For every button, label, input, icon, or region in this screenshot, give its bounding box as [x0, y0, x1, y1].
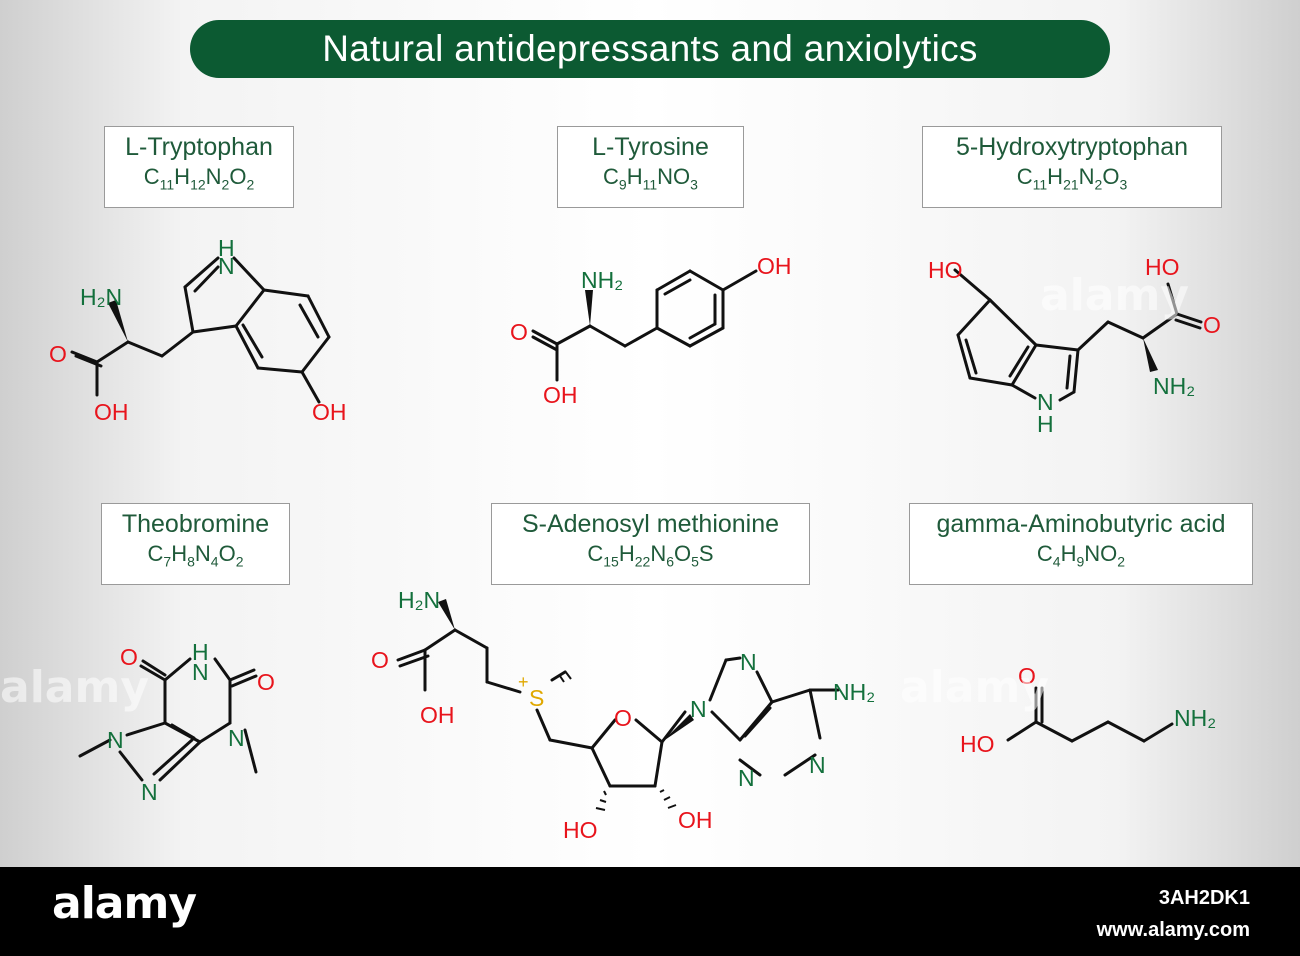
atom-label: HO — [928, 257, 963, 283]
theobromine-structure — [78, 657, 258, 782]
gaba-structure — [1006, 686, 1174, 743]
atom-label: HO — [563, 817, 598, 843]
atom-label: NH₂ — [1174, 705, 1216, 731]
atom-label: H — [218, 235, 235, 261]
atom-label: H₂N — [80, 284, 122, 310]
wedge-bond — [662, 714, 694, 742]
atom-label: H₂N — [398, 587, 440, 613]
same-structure — [396, 628, 840, 788]
compound-name: L-Tyrosine — [592, 133, 709, 161]
atom-label: NH₂ — [581, 267, 623, 293]
site-url: www.alamy.com — [1096, 919, 1250, 941]
atom-label: N — [1037, 389, 1054, 415]
atom-label: O — [120, 644, 138, 670]
atom-label: + — [518, 672, 529, 692]
watermark: alamy — [1040, 270, 1189, 321]
atom-label: OH — [757, 253, 792, 279]
atom-label: N — [218, 253, 235, 279]
atom-label: N — [740, 649, 757, 675]
watermark: alamy — [900, 662, 1049, 713]
tyrosine-structure — [531, 269, 758, 382]
atom-label: OH — [312, 399, 347, 425]
atom-label: NH₂ — [1153, 373, 1195, 399]
atom-label: OH — [420, 702, 455, 728]
label-box-5htp: 5-Hydroxytryptophan C11H21N2O3 — [922, 126, 1222, 208]
image-code: 3AH2DK1 — [1158, 887, 1250, 909]
page-title: Natural antidepressants and anxiolytics — [322, 28, 978, 69]
label-box-same: S-Adenosyl methionine C15H22N6O5S — [491, 503, 810, 585]
atom-label: N — [690, 696, 707, 722]
atom-label: N — [141, 779, 158, 805]
wedge-bond — [438, 599, 455, 630]
compound-formula: C9H11NO3 — [603, 164, 698, 193]
atom-label: N — [738, 765, 755, 791]
hash-bond — [559, 670, 677, 811]
title-banner: Natural antidepressants and anxiolytics — [190, 20, 1110, 78]
atom-label: O — [257, 669, 275, 695]
label-box-gaba: gamma-Aminobutyric acid C4H9NO2 — [909, 503, 1253, 585]
compound-name: S-Adenosyl methionine — [521, 510, 780, 538]
compound-name: L-Tryptophan — [125, 133, 273, 161]
atom-label: O — [614, 705, 632, 731]
atom-label: N — [192, 659, 209, 685]
atom-label: N — [809, 752, 826, 778]
wedge-bond — [108, 300, 128, 342]
wedge-bond — [1143, 338, 1158, 372]
atom-label: OH — [94, 399, 129, 425]
atom-label: N — [107, 727, 124, 753]
compound-name: 5-Hydroxytryptophan — [955, 133, 1189, 161]
atom-label: S — [529, 685, 544, 711]
compound-formula: C11H21N2O3 — [1016, 164, 1128, 193]
atom-label: HO — [960, 731, 995, 757]
compound-formula: C4H9NO2 — [1036, 541, 1126, 570]
label-box-theobromine: Theobromine C7H8N4O2 — [101, 503, 290, 585]
compound-formula: C7H8N4O2 — [147, 541, 244, 570]
atom-label: O — [1018, 663, 1036, 689]
label-box-tyrosine: L-Tyrosine C9H11NO3 — [557, 126, 744, 208]
compound-formula: C15H22N6O5S — [587, 541, 714, 570]
atom-label: OH — [543, 382, 578, 408]
atom-label: N — [228, 725, 245, 751]
atom-label: O — [49, 341, 67, 367]
atom-label: O — [1203, 312, 1221, 338]
atom-label: H — [192, 639, 209, 665]
molecule-drawings: H₂N O OH H N OH NH₂ O OH OH HO HO O NH₂ … — [49, 235, 1221, 843]
atom-label: O — [371, 647, 389, 673]
atom-label: O — [510, 319, 528, 345]
compound-formula: C11H12N2O2 — [143, 164, 255, 193]
tryptophan-structure — [70, 256, 331, 404]
atom-label: OH — [678, 807, 713, 833]
alamy-logo: alamy — [52, 878, 197, 929]
atom-label: H — [1037, 411, 1054, 437]
label-box-tryptophan: L-Tryptophan C11H12N2O2 — [104, 126, 294, 208]
5htp-structure — [953, 268, 1203, 402]
compound-name: gamma-Aminobutyric acid — [936, 510, 1226, 538]
atom-label: NH₂ — [833, 679, 875, 705]
wedge-bond — [585, 290, 593, 326]
compound-name: Theobromine — [121, 510, 270, 538]
watermark: alamy — [0, 662, 149, 713]
footer-bar — [0, 867, 1300, 956]
atom-label: HO — [1145, 254, 1180, 280]
